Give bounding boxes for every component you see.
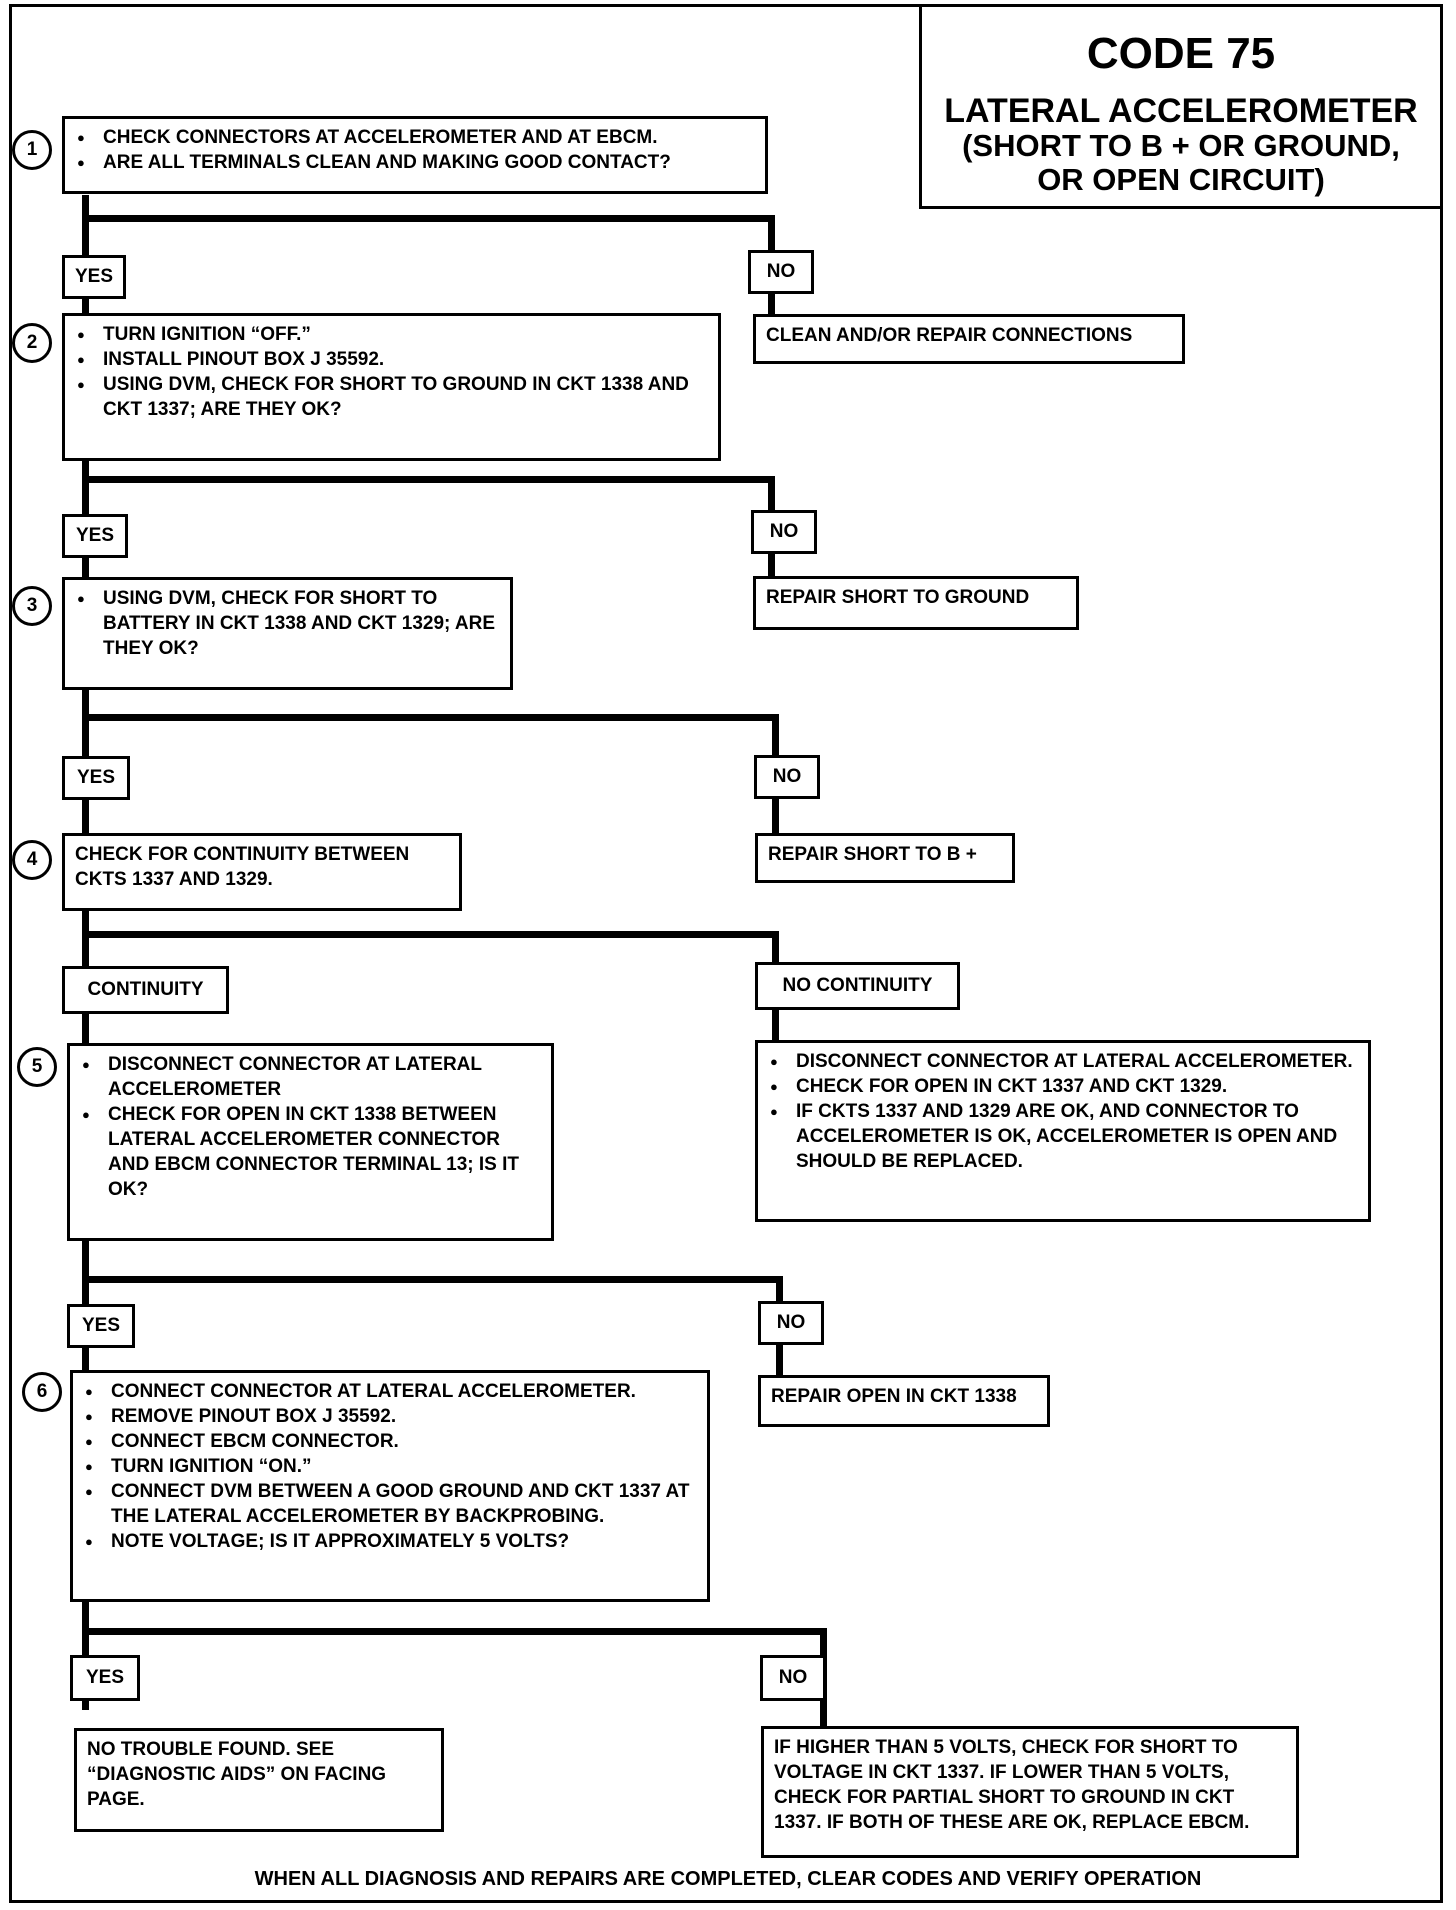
result-5-box: REPAIR OPEN IN CKT 1338 bbox=[758, 1375, 1050, 1427]
no-label-2: NO bbox=[751, 510, 817, 554]
footer-note: WHEN ALL DIAGNOSIS AND REPAIRS ARE COMPL… bbox=[254, 1868, 1202, 1890]
step-5-box: DISCONNECT CONNECTOR AT LATERAL ACCELERO… bbox=[67, 1043, 554, 1241]
branch-line-5 bbox=[82, 1276, 783, 1283]
subtitle: LATERAL ACCELEROMETER bbox=[944, 92, 1418, 130]
yes-label-3: YES bbox=[62, 756, 130, 800]
no-label-3: NO bbox=[754, 755, 820, 799]
step-6-item: TURN IGNITION “ON.” bbox=[85, 1454, 697, 1479]
step-2-item: USING DVM, CHECK FOR SHORT TO GROUND IN … bbox=[77, 372, 708, 422]
continuity-label: CONTINUITY bbox=[62, 966, 229, 1014]
step-4-number: 4 bbox=[12, 840, 52, 880]
yes-label-5: YES bbox=[67, 1304, 135, 1348]
step-1-item: ARE ALL TERMINALS CLEAN AND MAKING GOOD … bbox=[77, 150, 755, 175]
subtitle-line-3: OR OPEN CIRCUIT) bbox=[1037, 162, 1325, 197]
no-continuity-result-box: DISCONNECT CONNECTOR AT LATERAL ACCELERO… bbox=[755, 1040, 1371, 1222]
step-5-item: CHECK FOR OPEN IN CKT 1338 BETWEEN LATER… bbox=[82, 1102, 541, 1202]
branch-line-1 bbox=[82, 215, 775, 222]
no-label-1: NO bbox=[748, 250, 814, 294]
step-6-box: CONNECT CONNECTOR AT LATERAL ACCELEROMET… bbox=[70, 1370, 710, 1602]
no-label-6: NO bbox=[760, 1655, 826, 1701]
voltage-result-box: IF HIGHER THAN 5 VOLTS, CHECK FOR SHORT … bbox=[761, 1726, 1299, 1858]
step-6-item: CONNECT CONNECTOR AT LATERAL ACCELEROMET… bbox=[85, 1379, 697, 1404]
step-6-item: NOTE VOLTAGE; IS IT APPROXIMATELY 5 VOLT… bbox=[85, 1529, 697, 1554]
code-title: CODE 75 bbox=[1086, 29, 1276, 78]
title-box: CODE 75 LATERAL ACCELEROMETER (SHORT TO … bbox=[919, 4, 1443, 209]
no-continuity-item: CHECK FOR OPEN IN CKT 1337 AND CKT 1329. bbox=[770, 1074, 1358, 1099]
no-continuity-label: NO CONTINUITY bbox=[755, 962, 960, 1010]
result-3-box: REPAIR SHORT TO B + bbox=[755, 833, 1015, 883]
step-5-number: 5 bbox=[17, 1047, 57, 1087]
step-3-box: USING DVM, CHECK FOR SHORT TO BATTERY IN… bbox=[62, 577, 513, 690]
result-2-box: REPAIR SHORT TO GROUND bbox=[753, 576, 1079, 630]
step-1-item: CHECK CONNECTORS AT ACCELEROMETER AND AT… bbox=[77, 125, 755, 150]
step-2-box: TURN IGNITION “OFF.” INSTALL PINOUT BOX … bbox=[62, 313, 721, 461]
step-6-item: CONNECT DVM BETWEEN A GOOD GROUND AND CK… bbox=[85, 1479, 697, 1529]
branch-line-3 bbox=[82, 714, 779, 721]
subtitle-line-2: (SHORT TO B + OR GROUND, bbox=[962, 128, 1400, 163]
step-2-item: TURN IGNITION “OFF.” bbox=[77, 322, 708, 347]
yes-label-1: YES bbox=[62, 255, 126, 299]
result-1-box: CLEAN AND/OR REPAIR CONNECTIONS bbox=[753, 314, 1185, 364]
yes-label-6: YES bbox=[70, 1655, 140, 1701]
page-border bbox=[9, 4, 1443, 1903]
step-6-number: 6 bbox=[22, 1372, 62, 1412]
no-trouble-found-box: NO TROUBLE FOUND. SEE “DIAGNOSTIC AIDS” … bbox=[74, 1728, 444, 1832]
branch-line-6 bbox=[82, 1628, 827, 1635]
step-2-number: 2 bbox=[12, 323, 52, 363]
yes-label-2: YES bbox=[62, 514, 128, 558]
branch-line-4 bbox=[82, 931, 779, 938]
step-3-item: USING DVM, CHECK FOR SHORT TO BATTERY IN… bbox=[77, 586, 500, 661]
step-1-box: CHECK CONNECTORS AT ACCELEROMETER AND AT… bbox=[62, 116, 768, 194]
main-flow-line bbox=[82, 195, 89, 1710]
no-label-5: NO bbox=[758, 1301, 824, 1345]
step-3-number: 3 bbox=[12, 586, 52, 626]
step-4-box: CHECK FOR CONTINUITY BETWEEN CKTS 1337 A… bbox=[62, 833, 462, 911]
no-continuity-item: DISCONNECT CONNECTOR AT LATERAL ACCELERO… bbox=[770, 1049, 1358, 1074]
no-continuity-item: IF CKTS 1337 AND 1329 ARE OK, AND CONNEC… bbox=[770, 1099, 1358, 1174]
step-6-item: CONNECT EBCM CONNECTOR. bbox=[85, 1429, 697, 1454]
step-5-item: DISCONNECT CONNECTOR AT LATERAL ACCELERO… bbox=[82, 1052, 541, 1102]
branch-line-2 bbox=[82, 476, 775, 483]
step-2-item: INSTALL PINOUT BOX J 35592. bbox=[77, 347, 708, 372]
step-6-item: REMOVE PINOUT BOX J 35592. bbox=[85, 1404, 697, 1429]
step-1-number: 1 bbox=[12, 130, 52, 170]
